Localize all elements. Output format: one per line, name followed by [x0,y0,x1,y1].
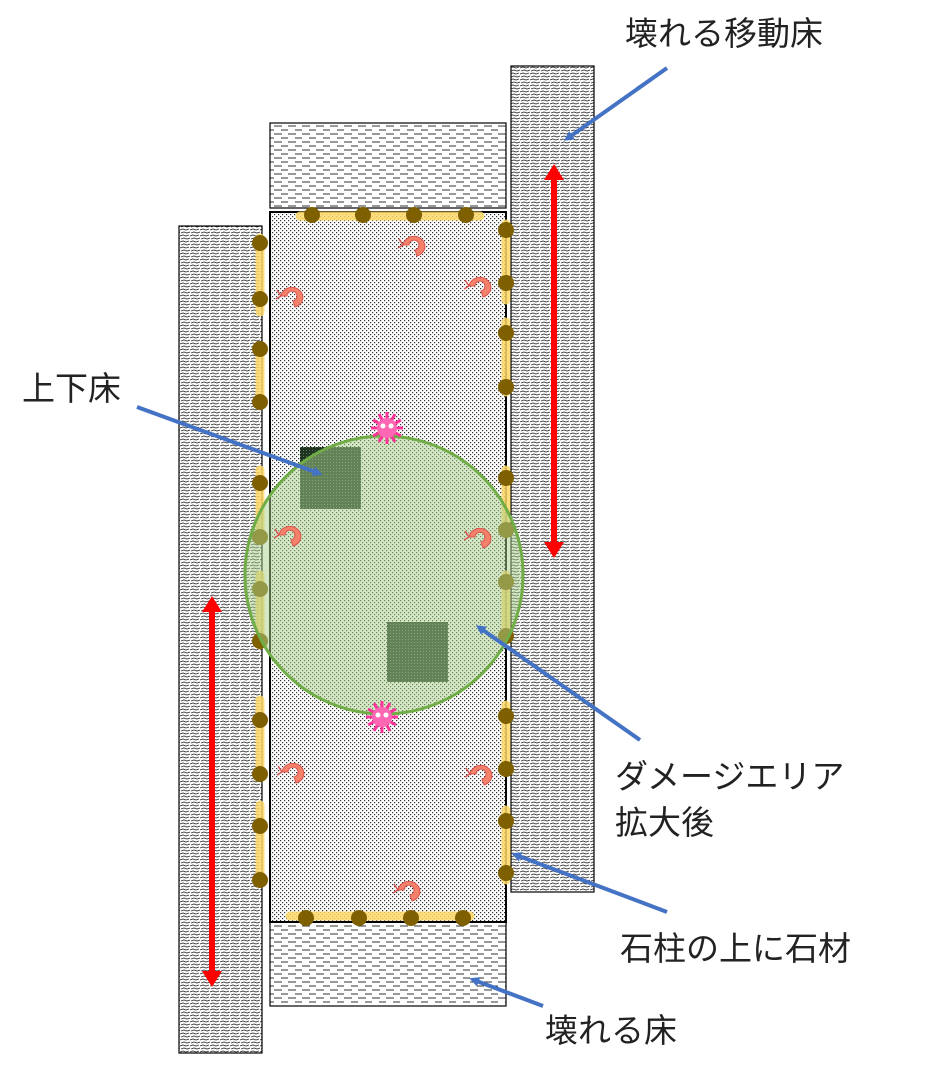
stone-pillar-icon-2 [406,207,422,223]
stone-pillar-icon-11 [252,394,268,410]
stone-pillar-icon-12 [252,475,268,491]
label-breakable-moving-floor: 壊れる移動床 [625,14,823,53]
label-damage-area-line1: ダメージエリア [615,757,844,796]
stone-pillar-icon-6 [403,910,419,926]
breakable-floor-top [269,122,507,209]
callout-arrow-stone-pillar [511,852,668,914]
movement-arrow-right [544,164,564,558]
stone-pillar-icon-30 [498,813,514,829]
shrimp-icon [397,235,426,257]
enemy-group [366,412,403,733]
stone-pillar-icon-4 [298,910,314,926]
shrimp-icon [464,764,493,786]
damage-area-circle [243,434,525,716]
label-stone-on-pillar: 石柱の上に石材 [620,929,851,968]
label-damage-area-line2: 拡大後 [615,803,714,842]
shrimp-icon [273,525,302,547]
stone-pillar-icon-20 [498,222,514,238]
stone-pillar-icon-28 [498,708,514,724]
shrimp-icon [463,527,492,549]
callout-arrow-up-down-floor [136,405,323,476]
pink-spiky-enemy-icon [366,701,398,733]
callout-arrow-damage-area [475,625,642,742]
moving-floor-left [178,225,263,1054]
stone-pillar-icon-24 [498,470,514,486]
shrimp-group [273,235,493,902]
stone-pillar-icon-7 [455,910,471,926]
stone-pillar-icon-9 [252,291,268,307]
shrimp-icon [463,276,492,298]
stone-pillar-icon-29 [498,761,514,777]
stone-pillar-icon-18 [252,818,268,834]
stone-pillar-icon-23 [498,379,514,395]
shrimp-icon [276,762,305,784]
stone-pillar-icon-22 [498,325,514,341]
breakable-floor-bottom [269,921,507,1007]
stone-pillar-icon-0 [304,207,320,223]
stone-pillar-icon-5 [351,910,367,926]
stone-pillar-icon-16 [252,712,268,728]
stone-pillar-icon-3 [458,207,474,223]
stone-pillar-icon-1 [355,207,371,223]
movement-arrow-left [202,596,222,987]
callout-arrow-moving-floor [563,66,669,141]
pink-spiky-enemy-icon [371,412,403,444]
label-up-down-floor: 上下床 [22,369,121,408]
stone-pillar-icon-10 [252,341,268,357]
stone-pillar-icon-31 [498,865,514,881]
stone-pillar-icon-17 [252,766,268,782]
stone-pillar-icon-21 [498,275,514,291]
stone-pillar-icon-19 [252,872,268,888]
callout-arrow-breakable-floor [469,977,544,1008]
label-breakable-floor: 壊れる床 [545,1011,677,1050]
shrimp-icon [275,286,304,308]
stone-pillar-icon-8 [252,235,268,251]
shrimp-icon [392,880,421,902]
